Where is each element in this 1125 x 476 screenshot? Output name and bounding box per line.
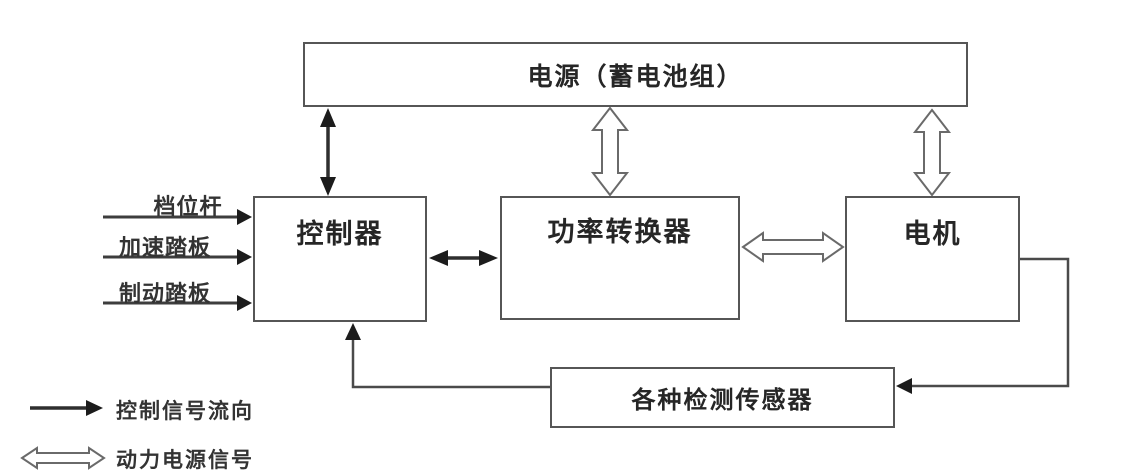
edge-motor-sensors-solid-arrow (896, 257, 1070, 394)
legend-hollow-double-arrow-icon (20, 446, 106, 470)
input-label-accelerator-pedal: 加速踏板 (105, 230, 225, 262)
legend-solid-arrow-icon (30, 400, 103, 416)
input-label-brake-pedal: 制动踏板 (105, 276, 225, 308)
input-label-gear-lever: 档位杆 (128, 189, 248, 221)
node-power-label: 电源（蓄电池组） (527, 62, 744, 91)
node-controller-label: 控制器 (296, 219, 384, 249)
node-sensors: 各种检测传感器 (550, 367, 895, 428)
edge-power-motor-hollow-double-arrow (912, 108, 952, 197)
accelerator-pedal-text: 加速踏板 (118, 235, 211, 260)
legend-label-power-signal: 动力电源信号 (116, 444, 254, 474)
edge-power-controller-solid-double-arrow (320, 108, 336, 196)
edge-sensors-controller-solid-arrow (345, 323, 550, 389)
node-converter: 功率转换器 (500, 196, 740, 320)
brake-pedal-text: 制动踏板 (118, 281, 211, 306)
control-signal-text: 控制信号流向 (116, 400, 254, 423)
gear-lever-text: 档位杆 (153, 194, 223, 219)
power-signal-text: 动力电源信号 (116, 449, 254, 472)
edge-power-converter-hollow-double-arrow (590, 106, 630, 197)
edge-converter-motor-hollow-double-arrow (741, 231, 845, 263)
node-motor: 电机 (845, 196, 1020, 322)
node-motor-label: 电机 (903, 219, 962, 249)
node-controller: 控制器 (253, 196, 427, 322)
node-converter-label: 功率转换器 (547, 217, 693, 247)
node-sensors-label: 各种检测传感器 (631, 387, 814, 414)
edge-gear-lever-controller-solid-arrow (103, 209, 252, 225)
legend-label-control-signal: 控制信号流向 (116, 395, 254, 425)
edge-accelerator-pedal-controller-solid-arrow (103, 249, 252, 265)
edge-controller-converter-solid-double-arrow (429, 250, 498, 266)
edge-brake-pedal-controller-solid-arrow (103, 295, 252, 311)
node-power: 电源（蓄电池组） (303, 42, 968, 107)
